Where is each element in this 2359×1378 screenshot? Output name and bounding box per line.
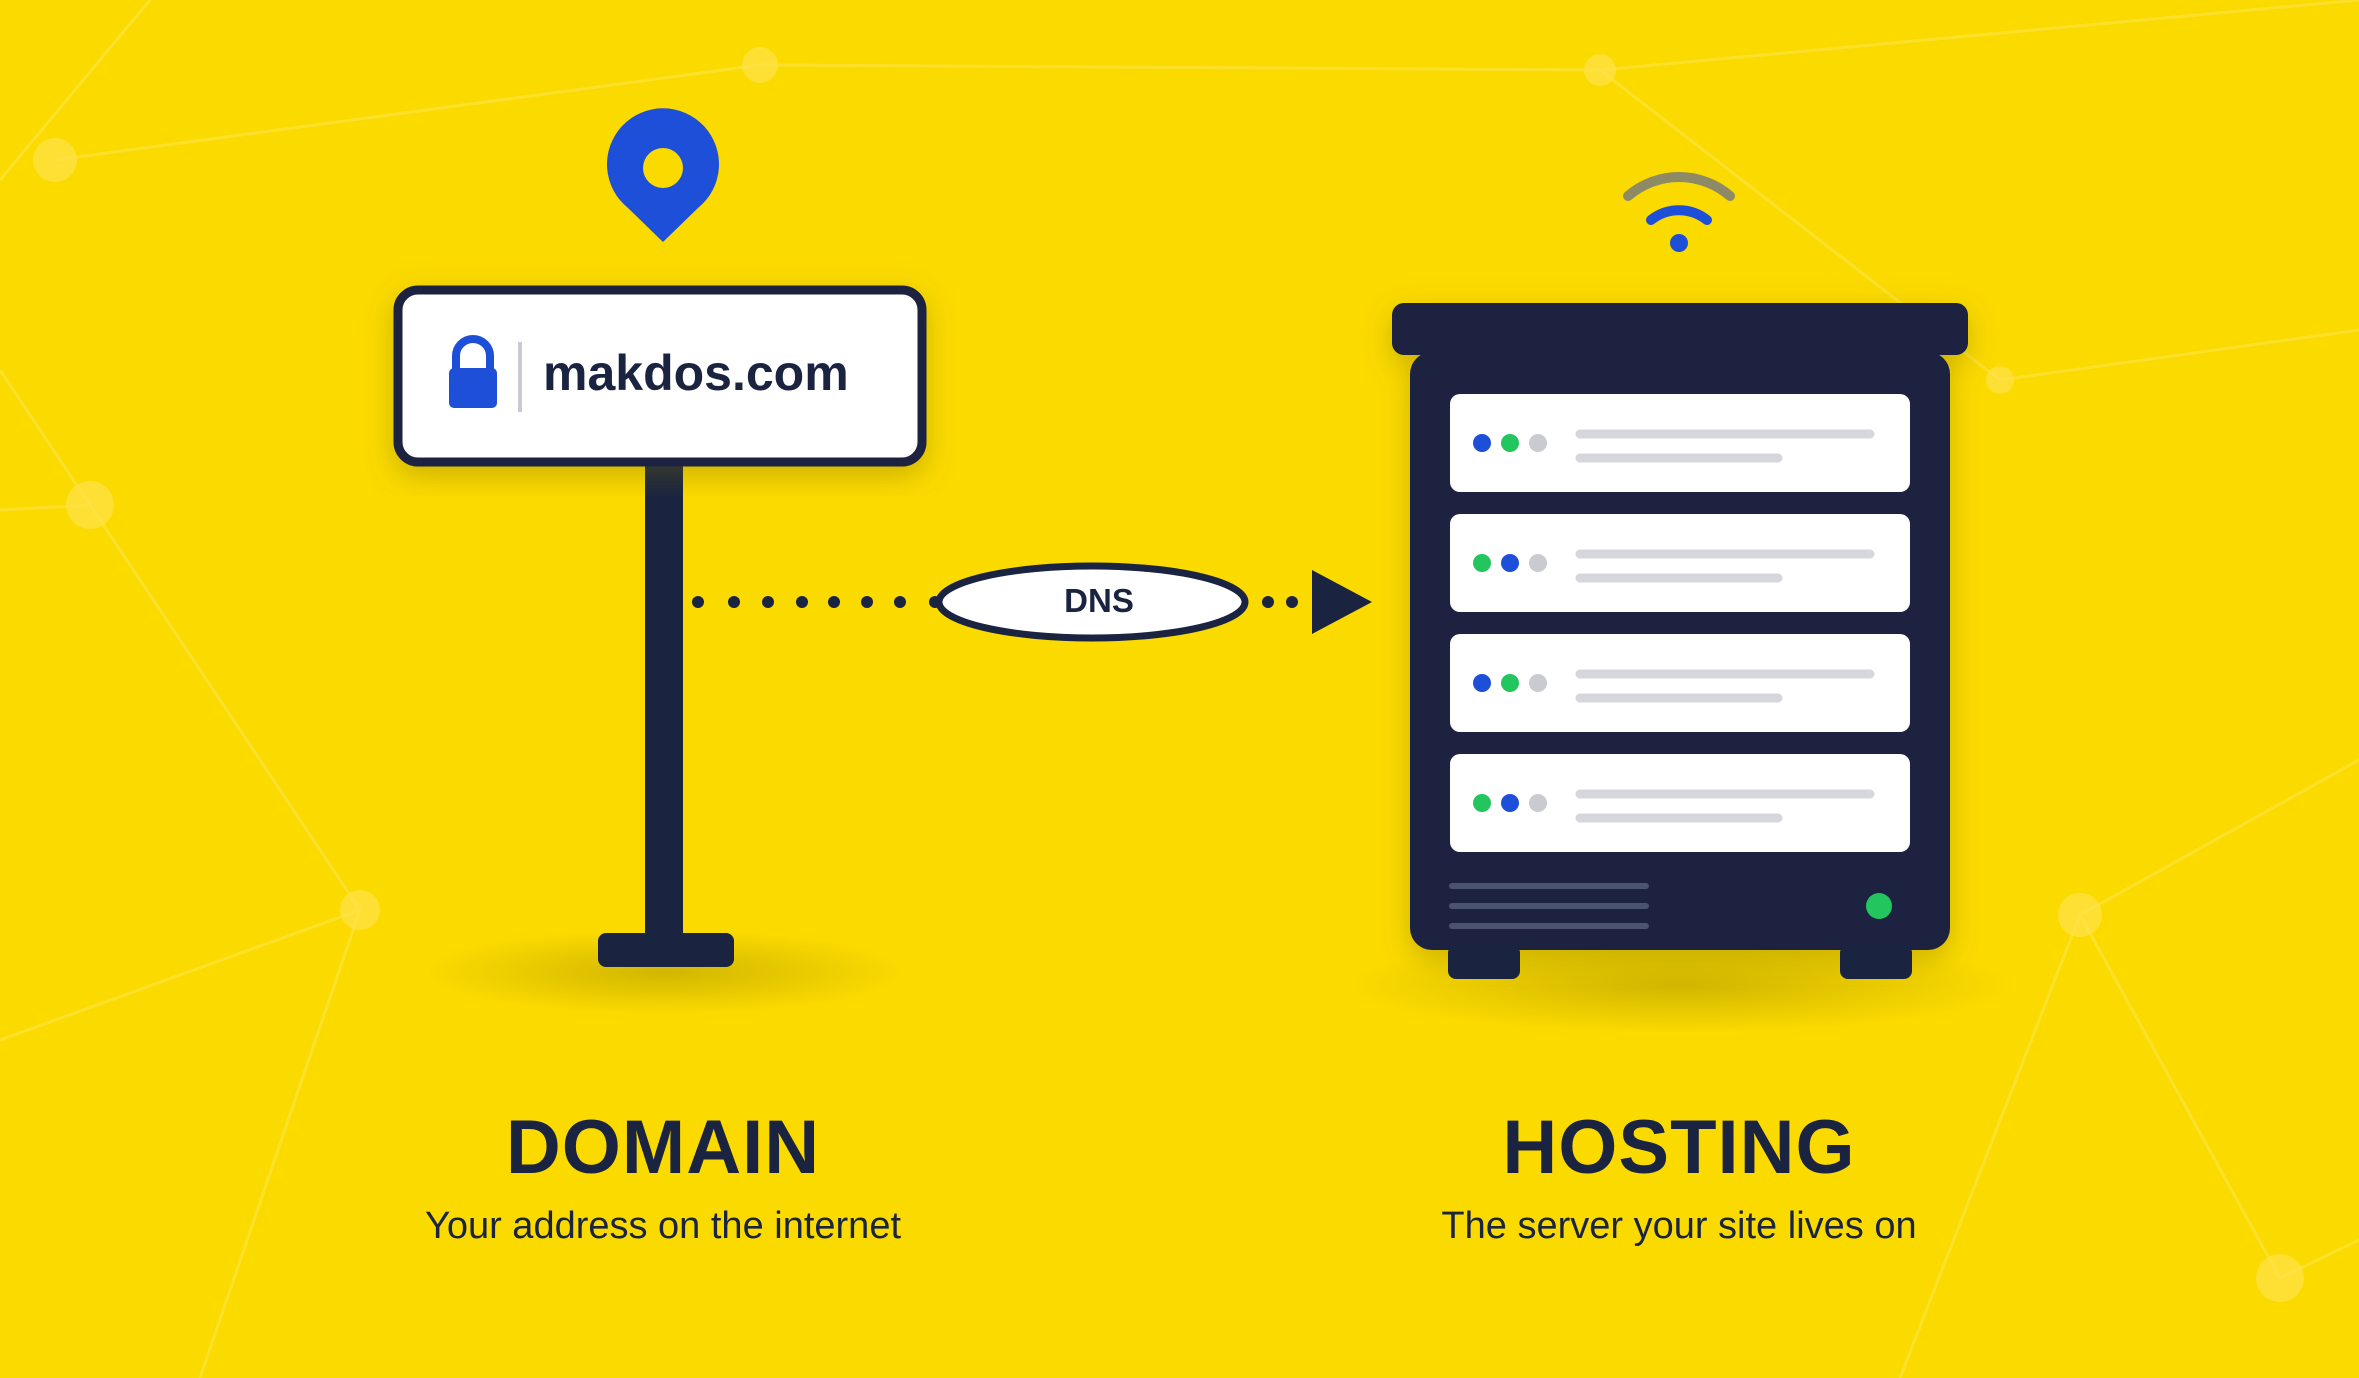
server-unit-led	[1473, 554, 1491, 572]
server-foot-left	[1448, 945, 1520, 979]
signpost-base	[598, 933, 734, 967]
dns-dotted-connector	[692, 596, 1298, 608]
server-unit-led	[1501, 554, 1519, 572]
dns-label: DNS	[1064, 582, 1134, 619]
server-foot-right	[1840, 945, 1912, 979]
server-unit-led	[1473, 794, 1491, 812]
server-unit-led	[1529, 794, 1547, 812]
hosting-subtitle: The server your site lives on	[1441, 1205, 1917, 1247]
dns-pill	[935, 562, 1249, 642]
server-unit	[1450, 754, 1910, 852]
server-unit	[1450, 514, 1910, 612]
server-vent	[1449, 883, 1649, 929]
server-unit	[1450, 634, 1910, 732]
hosting-title: HOSTING	[1502, 1105, 1856, 1190]
signpost-shadow	[425, 930, 905, 1014]
server-unit-led	[1473, 434, 1491, 452]
server-unit-led	[1529, 434, 1547, 452]
server-unit-led	[1473, 674, 1491, 692]
server-power-led	[1866, 893, 1892, 919]
arrow-head-icon	[1312, 570, 1372, 634]
domain-subtitle: Your address on the internet	[424, 1205, 902, 1247]
sign-board	[393, 285, 927, 467]
server-unit	[1450, 394, 1910, 492]
server-unit-led	[1501, 794, 1519, 812]
domain-name-text: makdos.com	[543, 345, 849, 401]
server-unit-led	[1501, 434, 1519, 452]
server-unit-led	[1529, 674, 1547, 692]
server-unit-led	[1501, 674, 1519, 692]
wifi-icon	[1623, 172, 1735, 252]
background-network-nodes	[33, 47, 2304, 1302]
signpost-pole	[645, 455, 683, 945]
server-unit-led	[1529, 554, 1547, 572]
server-units	[1450, 394, 1910, 852]
lock-icon	[449, 335, 497, 408]
domain-title: DOMAIN	[505, 1105, 821, 1190]
location-pin-icon	[607, 108, 719, 242]
